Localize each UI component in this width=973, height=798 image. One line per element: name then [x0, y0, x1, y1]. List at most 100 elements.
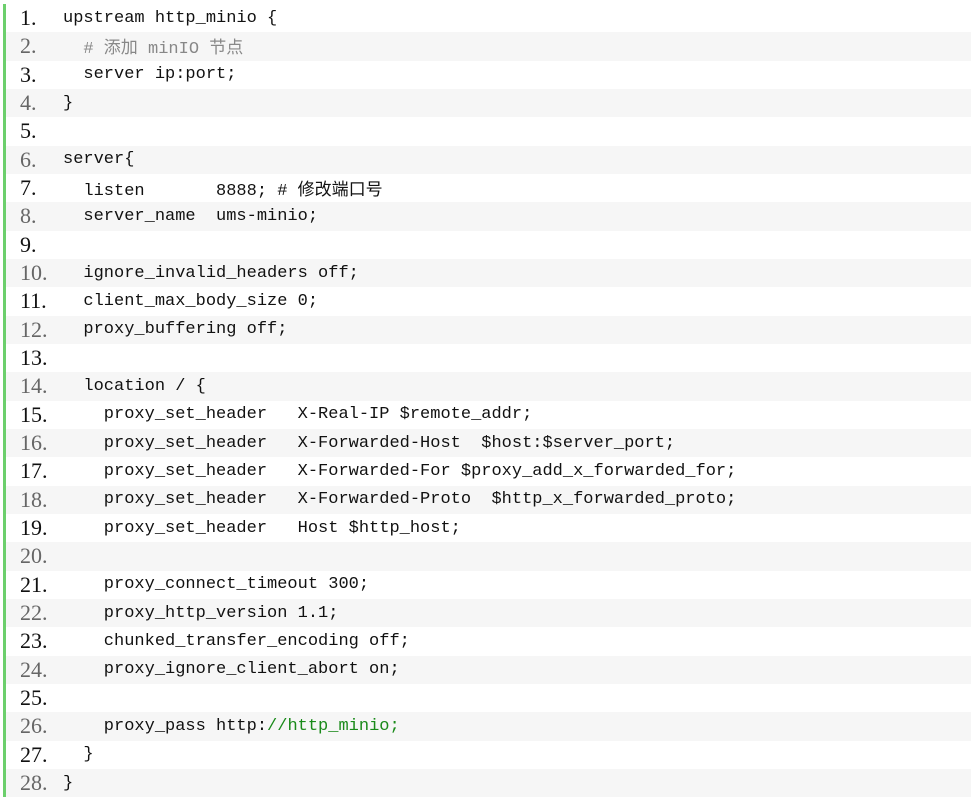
- line-number: 26.: [20, 713, 48, 739]
- code-line: 15. proxy_set_header X-Real-IP $remote_a…: [6, 400, 971, 429]
- line-number: 27.: [20, 741, 48, 767]
- code-line: 19. proxy_set_header Host $http_host;: [6, 513, 971, 543]
- line-number: 1.: [20, 5, 37, 31]
- line-number: 12.: [20, 316, 48, 342]
- code-comment-green: //http_minio;: [267, 716, 400, 736]
- line-code: proxy_ignore_client_abort on;: [63, 660, 400, 679]
- code-line: 10. ignore_invalid_headers off;: [6, 258, 971, 288]
- code-line: 3. server ip:port;: [6, 60, 971, 89]
- code-text: proxy_http_version 1.1;: [63, 603, 339, 623]
- line-code: location / {: [63, 376, 206, 396]
- line-number: 10.: [20, 260, 48, 286]
- code-text: location / {: [63, 376, 206, 396]
- code-line: 2. # 添加 minIO 节点: [6, 32, 971, 61]
- code-text: server ip:port;: [63, 65, 237, 85]
- code-line: 25.: [6, 683, 971, 713]
- line-code: # 添加 minIO 节点: [63, 33, 243, 59]
- code-line: 9.: [6, 230, 971, 259]
- code-line: 23. chunked_transfer_encoding off;: [6, 627, 971, 656]
- line-code: }: [63, 774, 73, 793]
- code-line: 4.}: [6, 88, 971, 118]
- code-text: }: [63, 773, 74, 793]
- line-code: server{: [63, 150, 134, 169]
- code-line: 16. proxy_set_header X-Forwarded-Host $h…: [6, 428, 971, 458]
- code-line: 27. }: [6, 740, 971, 769]
- code-text: proxy_set_header X-Forwarded-For $proxy_…: [63, 461, 737, 481]
- code-line: 6. server{: [6, 145, 971, 174]
- code-text: proxy_set_header X-Forwarded-Proto $http…: [63, 490, 737, 510]
- code-text: proxy_ignore_client_abort on;: [63, 660, 400, 680]
- line-number: 2.: [20, 33, 37, 59]
- line-code: proxy_set_header X-Forwarded-Host $host:…: [63, 434, 675, 453]
- code-text: proxy_set_header Host $http_host;: [63, 518, 461, 538]
- code-comment: # 添加 minIO 节点: [63, 40, 244, 60]
- code-line: 26. proxy_pass http://http_minio;: [6, 712, 971, 741]
- line-number: 7.: [20, 175, 37, 201]
- line-number: 8.: [20, 203, 37, 229]
- line-number: 24.: [20, 656, 48, 682]
- code-text: server{: [63, 150, 135, 170]
- code-line: 12. proxy_buffering off;: [6, 315, 971, 344]
- line-number: 22.: [20, 600, 48, 626]
- line-code: ignore_invalid_headers off;: [63, 264, 358, 283]
- code-text: proxy_buffering off;: [63, 320, 288, 340]
- line-code: }: [63, 94, 73, 113]
- code-line: 13.: [6, 343, 971, 373]
- line-code: proxy_pass http://http_minio;: [63, 717, 400, 736]
- line-number: 13.: [20, 345, 48, 371]
- line-number: 9.: [20, 231, 37, 257]
- line-number: 11.: [20, 288, 47, 314]
- code-line: 18. proxy_set_header X-Forwarded-Proto $…: [6, 485, 971, 514]
- code-text: proxy_set_header X-Real-IP $remote_addr;: [63, 405, 533, 425]
- line-code: client_max_body_size 0;: [63, 292, 318, 311]
- code-text: }: [63, 93, 74, 113]
- line-code: proxy_buffering off;: [63, 320, 287, 339]
- code-line: 17. proxy_set_header X-Forwarded-For $pr…: [6, 457, 971, 486]
- line-code: server_name ums-minio;: [63, 207, 318, 226]
- code-line: 5.: [6, 117, 971, 146]
- line-number: 3.: [20, 61, 37, 87]
- code-line: 11. client_max_body_size 0;: [6, 287, 971, 316]
- code-text: server_name ums-minio;: [63, 206, 319, 226]
- line-number: 6.: [20, 146, 37, 172]
- line-number: 16.: [20, 430, 48, 456]
- line-number: 18.: [20, 486, 48, 512]
- code-line: 20.: [6, 542, 971, 571]
- line-code: upstream http_minio {: [63, 9, 277, 28]
- line-code: proxy_set_header X-Forwarded-Proto $http…: [63, 490, 737, 510]
- line-number: 14.: [20, 373, 48, 399]
- line-number: 5.: [20, 118, 37, 144]
- line-number: 4.: [20, 90, 37, 116]
- code-text: listen 8888; # 修改端口号: [63, 182, 383, 202]
- line-number: 23.: [20, 628, 48, 654]
- line-number: 21.: [20, 571, 48, 597]
- line-code: proxy_http_version 1.1;: [63, 603, 339, 623]
- line-number: 25.: [20, 685, 48, 711]
- code-text: chunked_transfer_encoding off;: [63, 631, 410, 651]
- line-number: 15.: [20, 401, 48, 427]
- code-line: 24. proxy_ignore_client_abort on;: [6, 655, 971, 684]
- code-text: proxy_pass http:: [63, 716, 268, 736]
- code-line: 1. upstream http_minio {: [6, 4, 971, 33]
- line-number: 28.: [20, 770, 48, 796]
- code-line: 8. server_name ums-minio;: [6, 202, 971, 231]
- code-line: 21. proxy_connect_timeout 300;: [6, 570, 971, 599]
- line-code: proxy_set_header X-Forwarded-For $proxy_…: [63, 461, 737, 481]
- line-code: listen 8888; # 修改端口号: [63, 175, 383, 202]
- code-text: proxy_connect_timeout 300;: [63, 575, 370, 595]
- line-code: proxy_connect_timeout 300;: [63, 575, 369, 594]
- line-number: 17.: [20, 458, 48, 484]
- code-line: 22. proxy_http_version 1.1;: [6, 598, 971, 628]
- line-code: server ip:port;: [63, 65, 236, 84]
- line-code: chunked_transfer_encoding off;: [63, 632, 410, 651]
- line-code: proxy_set_header Host $http_host;: [63, 519, 461, 538]
- line-code: }: [63, 745, 94, 765]
- code-line: 7. listen 8888; # 修改端口号: [6, 173, 971, 203]
- code-line: 28.}: [6, 768, 971, 798]
- code-text: client_max_body_size 0;: [63, 291, 319, 311]
- line-code: proxy_set_header X-Real-IP $remote_addr;: [63, 405, 532, 424]
- line-number: 19.: [20, 515, 48, 541]
- code-text: }: [63, 745, 94, 765]
- code-text: proxy_set_header X-Forwarded-Host $host:…: [63, 433, 676, 453]
